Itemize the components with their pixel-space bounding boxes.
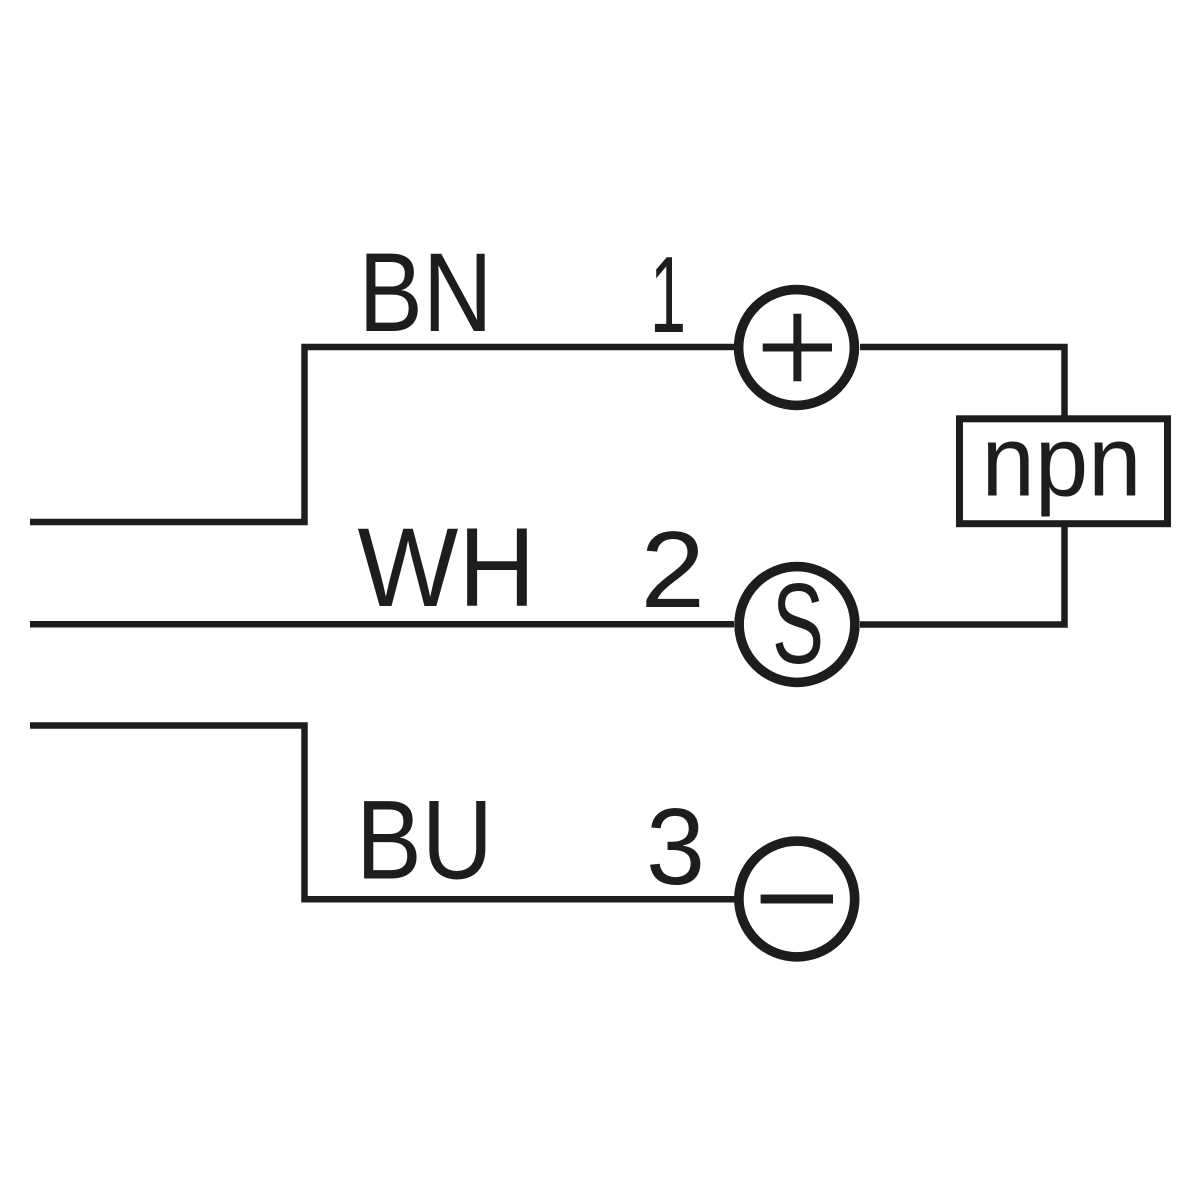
- svg-text:1: 1: [650, 234, 686, 356]
- svg-text:S: S: [772, 561, 824, 688]
- svg-text:BU: BU: [356, 777, 493, 903]
- svg-text:3: 3: [646, 786, 705, 908]
- svg-text:WH: WH: [358, 504, 536, 630]
- svg-text:npn: npn: [982, 406, 1142, 518]
- svg-text:2: 2: [641, 509, 706, 631]
- svg-text:BN: BN: [359, 229, 493, 355]
